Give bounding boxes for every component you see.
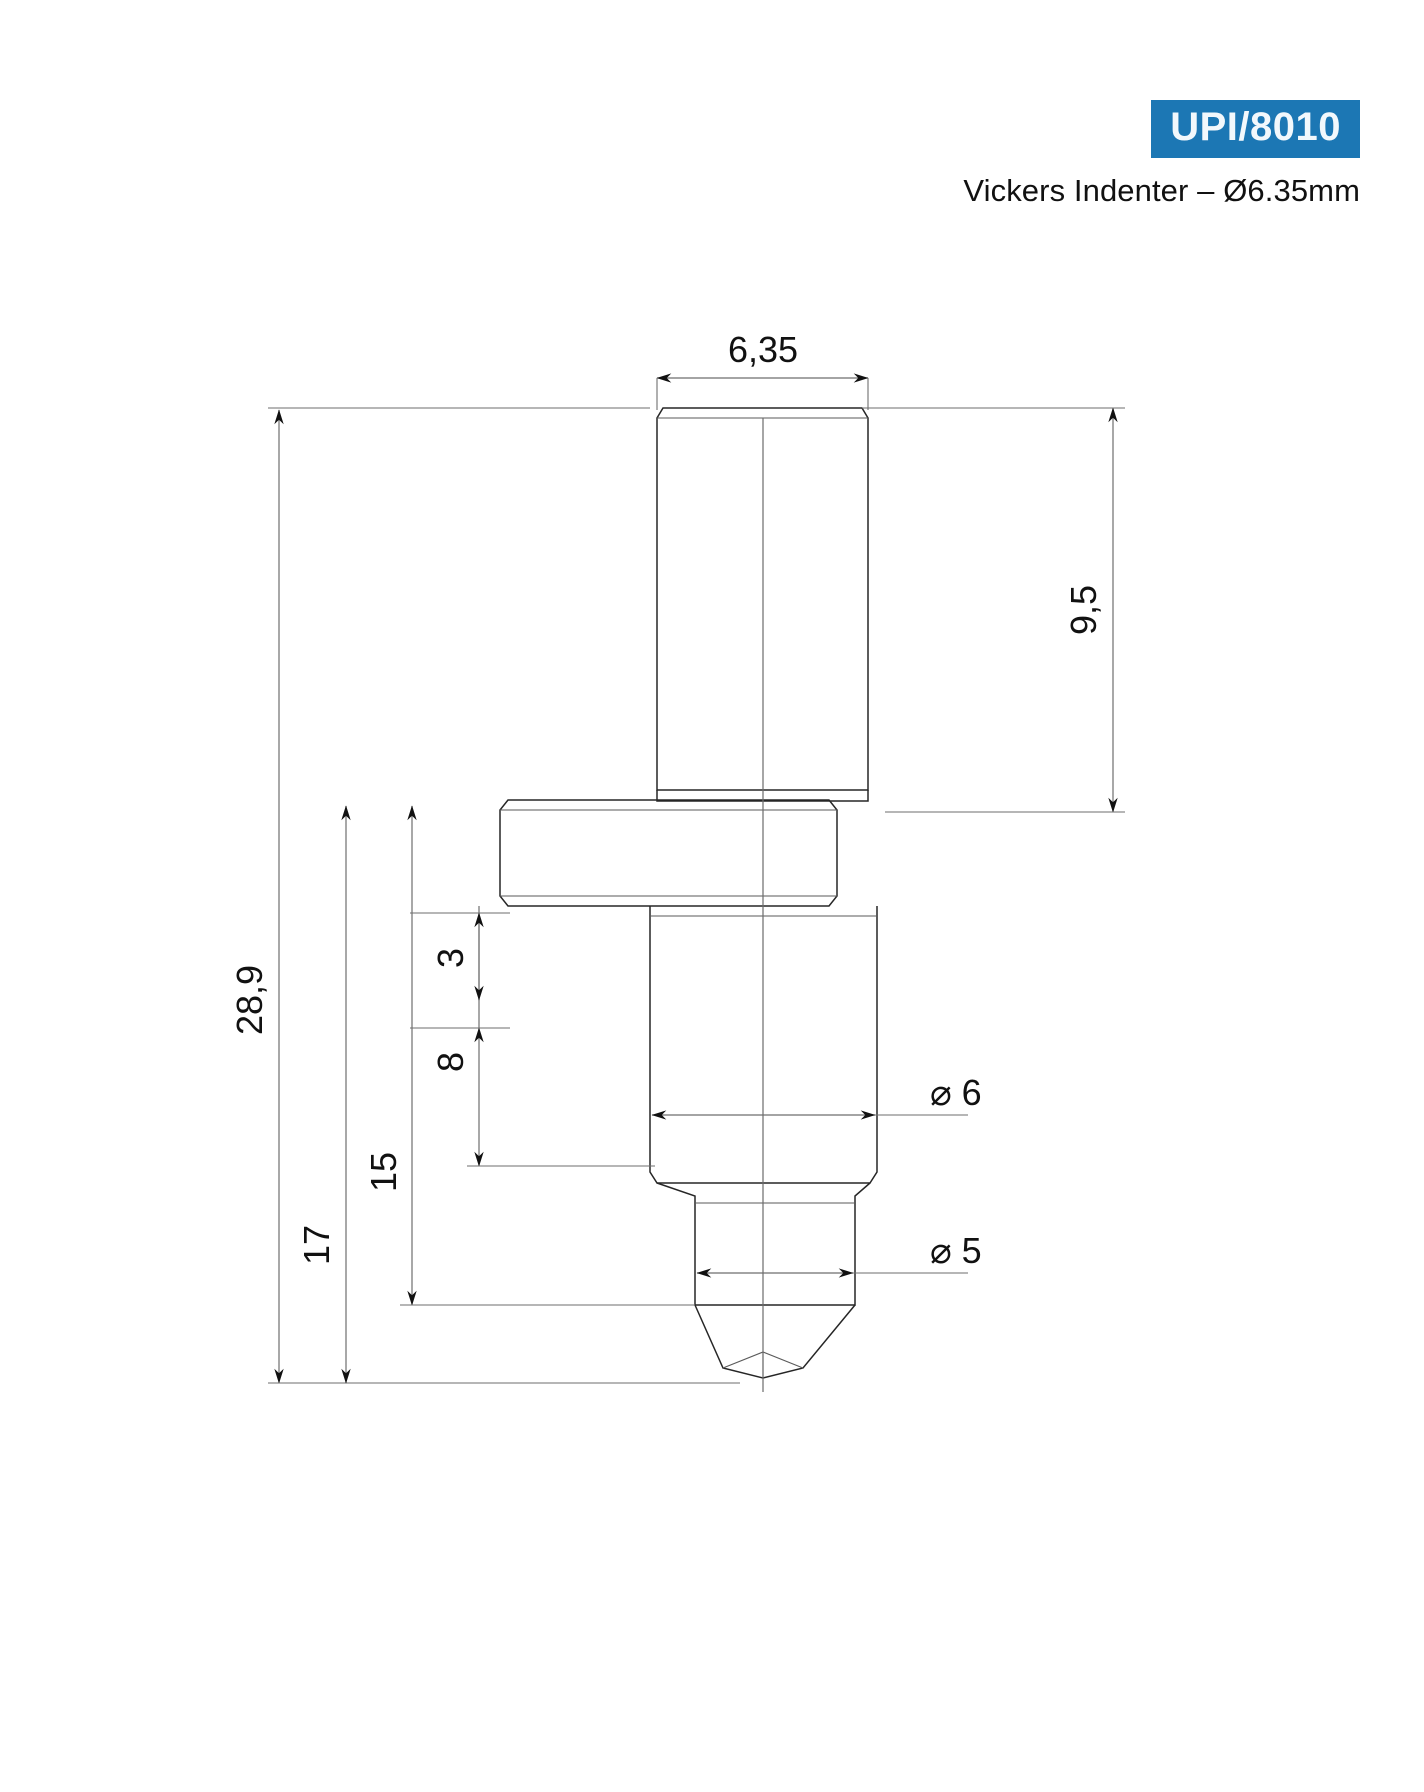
dim-label-3: 3 [430, 948, 471, 968]
dim-label-8: 8 [430, 1052, 471, 1072]
part-outline [499, 407, 878, 1379]
dim-body-diameter: ⌀ 6 [651, 1072, 982, 1120]
dim-length-17: 17 [296, 805, 351, 1384]
dim-label-dia-6: ⌀ 6 [930, 1072, 982, 1113]
dim-label-dia-5: ⌀ 5 [930, 1230, 982, 1271]
dim-label-9-5: 9,5 [1063, 585, 1104, 635]
dim-length-8: 8 [430, 906, 655, 1167]
dim-tip-diameter: ⌀ 5 [696, 1230, 982, 1278]
header-block: UPI/8010 Vickers Indenter – Ø6.35mm [963, 100, 1360, 209]
dim-flange-thickness: 3 [410, 912, 510, 1029]
dim-label-28-9: 28,9 [229, 965, 270, 1035]
part-code-badge: UPI/8010 [1151, 100, 1360, 158]
dim-label-6-35: 6,35 [728, 329, 798, 370]
dim-length-15: 15 [363, 805, 695, 1306]
part-subtitle: Vickers Indenter – Ø6.35mm [963, 173, 1360, 208]
dim-label-15: 15 [363, 1152, 404, 1192]
dim-label-17: 17 [296, 1225, 337, 1265]
dim-shank-diameter: 6,35 [656, 329, 869, 410]
dim-shank-length: 9,5 [862, 407, 1125, 813]
